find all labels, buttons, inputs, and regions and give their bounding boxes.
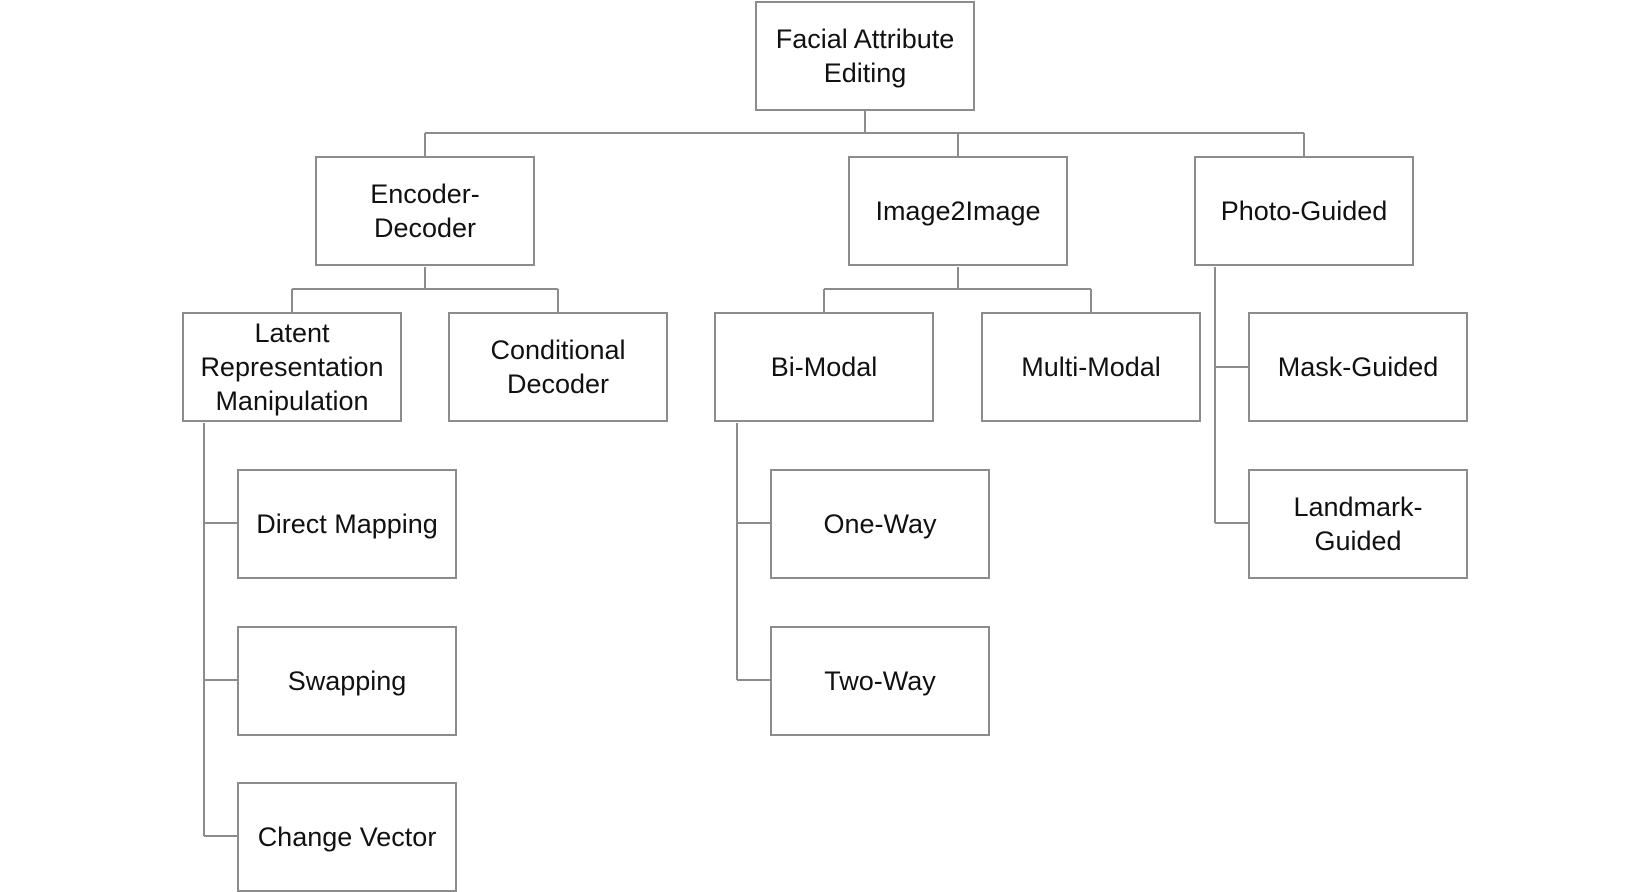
node-facial-attribute-editing: Facial Attribute Editing bbox=[755, 1, 975, 111]
node-label: Photo-Guided bbox=[1220, 196, 1388, 226]
node-label: Latent Representation Manipulation bbox=[200, 318, 384, 416]
node-label: Multi-Modal bbox=[1021, 352, 1161, 382]
node-label: Facial Attribute Editing bbox=[775, 24, 955, 88]
node-label: Swapping bbox=[287, 666, 407, 696]
node-one-way: One-Way bbox=[770, 469, 990, 579]
node-label: Image2Image bbox=[875, 196, 1041, 226]
connector-root bbox=[424, 111, 1305, 156]
node-label: Two-Way bbox=[824, 666, 936, 696]
connector-latent bbox=[203, 423, 237, 837]
node-label: Change Vector bbox=[257, 822, 437, 852]
node-label: Bi-Modal bbox=[770, 352, 878, 382]
node-mask-guided: Mask-Guided bbox=[1248, 312, 1468, 422]
node-conditional-decoder: Conditional Decoder bbox=[448, 312, 668, 422]
node-swapping: Swapping bbox=[237, 626, 457, 736]
node-multi-modal: Multi-Modal bbox=[981, 312, 1201, 422]
node-latent-representation-manipulation: Latent Representation Manipulation bbox=[182, 312, 402, 422]
connector-encoder-decoder bbox=[291, 267, 559, 312]
node-image2image: Image2Image bbox=[848, 156, 1068, 266]
node-label: One-Way bbox=[823, 509, 937, 539]
node-label: Mask-Guided bbox=[1277, 352, 1439, 382]
node-label: Landmark-Guided bbox=[1293, 492, 1423, 556]
node-landmark-guided: Landmark-Guided bbox=[1248, 469, 1468, 579]
node-direct-mapping: Direct Mapping bbox=[237, 469, 457, 579]
node-encoder-decoder: Encoder-Decoder bbox=[315, 156, 535, 266]
connector-bimodal bbox=[736, 423, 770, 681]
node-label: Conditional Decoder bbox=[490, 335, 626, 399]
node-label: Encoder-Decoder bbox=[370, 179, 480, 243]
node-photo-guided: Photo-Guided bbox=[1194, 156, 1414, 266]
connector-image2image bbox=[823, 267, 1092, 312]
node-change-vector: Change Vector bbox=[237, 782, 457, 892]
node-bi-modal: Bi-Modal bbox=[714, 312, 934, 422]
connector-photo-guided bbox=[1214, 267, 1248, 524]
node-label: Direct Mapping bbox=[256, 509, 438, 539]
node-two-way: Two-Way bbox=[770, 626, 990, 736]
